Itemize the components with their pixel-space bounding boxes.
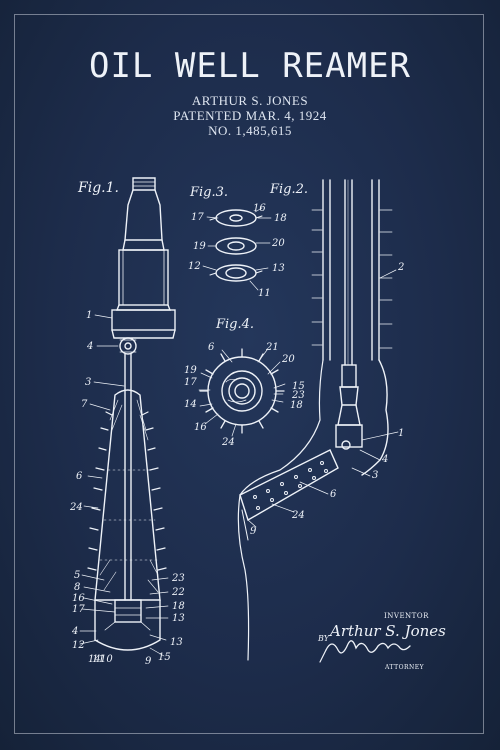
svg-text:10: 10 <box>100 654 113 665</box>
svg-text:18: 18 <box>172 601 185 612</box>
patent-number: NO. 1,485,615 <box>208 123 292 138</box>
svg-text:24: 24 <box>69 502 83 513</box>
svg-text:11: 11 <box>92 654 105 665</box>
svg-text:9: 9 <box>250 526 257 537</box>
svg-text:14: 14 <box>88 654 101 665</box>
svg-text:19: 19 <box>184 365 197 376</box>
attorney-signature-scribble <box>325 640 411 654</box>
svg-text:13: 13 <box>170 637 183 648</box>
fig3-label: Fig.3. <box>189 185 228 200</box>
svg-text:6: 6 <box>330 489 337 500</box>
svg-text:4: 4 <box>381 454 388 465</box>
inventor-signature-name: Arthur S. Jones <box>330 622 446 640</box>
fig1-label: Fig.1. <box>77 180 119 196</box>
svg-text:16: 16 <box>253 203 266 214</box>
poster-title: OIL WELL REAMER <box>88 46 412 86</box>
svg-text:23: 23 <box>171 573 185 584</box>
svg-text:19: 19 <box>193 241 206 252</box>
fig4-cutter-wheel-drawing <box>198 348 286 437</box>
svg-text:1: 1 <box>86 310 92 321</box>
svg-text:16: 16 <box>194 422 207 433</box>
poster-border <box>14 14 484 734</box>
svg-text:23: 23 <box>291 390 305 401</box>
svg-text:18: 18 <box>290 400 303 411</box>
inventor-name: ARTHUR S. JONES <box>191 93 309 108</box>
fig3-washers-drawing <box>202 207 272 291</box>
svg-text:8: 8 <box>74 582 80 593</box>
fig2-label: Fig.2. <box>269 182 308 197</box>
patent-date: PATENTED MAR. 4, 1924 <box>173 108 327 123</box>
svg-text:2: 2 <box>397 262 404 273</box>
svg-text:24: 24 <box>291 510 305 521</box>
svg-text:14: 14 <box>184 399 197 410</box>
svg-text:9: 9 <box>145 656 152 667</box>
svg-text:3: 3 <box>85 377 91 388</box>
svg-text:17: 17 <box>72 604 85 615</box>
svg-text:15: 15 <box>158 652 171 663</box>
svg-text:20: 20 <box>271 238 285 249</box>
inventor-role-label: INVENTOR <box>384 612 429 620</box>
fig3-reference-numbers: 17 16 18 19 20 12 13 11 <box>188 203 287 299</box>
svg-text:1: 1 <box>398 428 404 439</box>
attorney-role-label: ATTORNEY <box>385 664 425 671</box>
svg-text:22: 22 <box>171 587 185 598</box>
svg-text:24: 24 <box>221 437 235 448</box>
signature-by-label: BY <box>318 634 330 643</box>
svg-text:3: 3 <box>372 470 378 481</box>
svg-text:18: 18 <box>274 213 287 224</box>
svg-text:5: 5 <box>74 570 80 581</box>
svg-text:4: 4 <box>71 626 78 637</box>
svg-text:15: 15 <box>292 381 305 392</box>
svg-text:4: 4 <box>86 341 93 352</box>
svg-text:6: 6 <box>208 342 215 353</box>
svg-text:13: 13 <box>272 263 285 274</box>
fig4-label: Fig.4. <box>215 317 254 332</box>
svg-text:21: 21 <box>265 342 279 353</box>
svg-text:17: 17 <box>184 377 197 388</box>
svg-text:6: 6 <box>76 471 83 482</box>
svg-text:13: 13 <box>172 613 185 624</box>
svg-text:12: 12 <box>188 261 201 272</box>
svg-text:12: 12 <box>72 640 85 651</box>
svg-text:7: 7 <box>81 399 88 410</box>
fig1-reamer-drawing <box>79 177 176 657</box>
svg-text:16: 16 <box>72 593 85 604</box>
svg-text:11: 11 <box>258 288 271 299</box>
svg-text:20: 20 <box>281 354 295 365</box>
svg-text:17: 17 <box>191 212 204 223</box>
fig2-well-casing-drawing <box>237 179 399 661</box>
